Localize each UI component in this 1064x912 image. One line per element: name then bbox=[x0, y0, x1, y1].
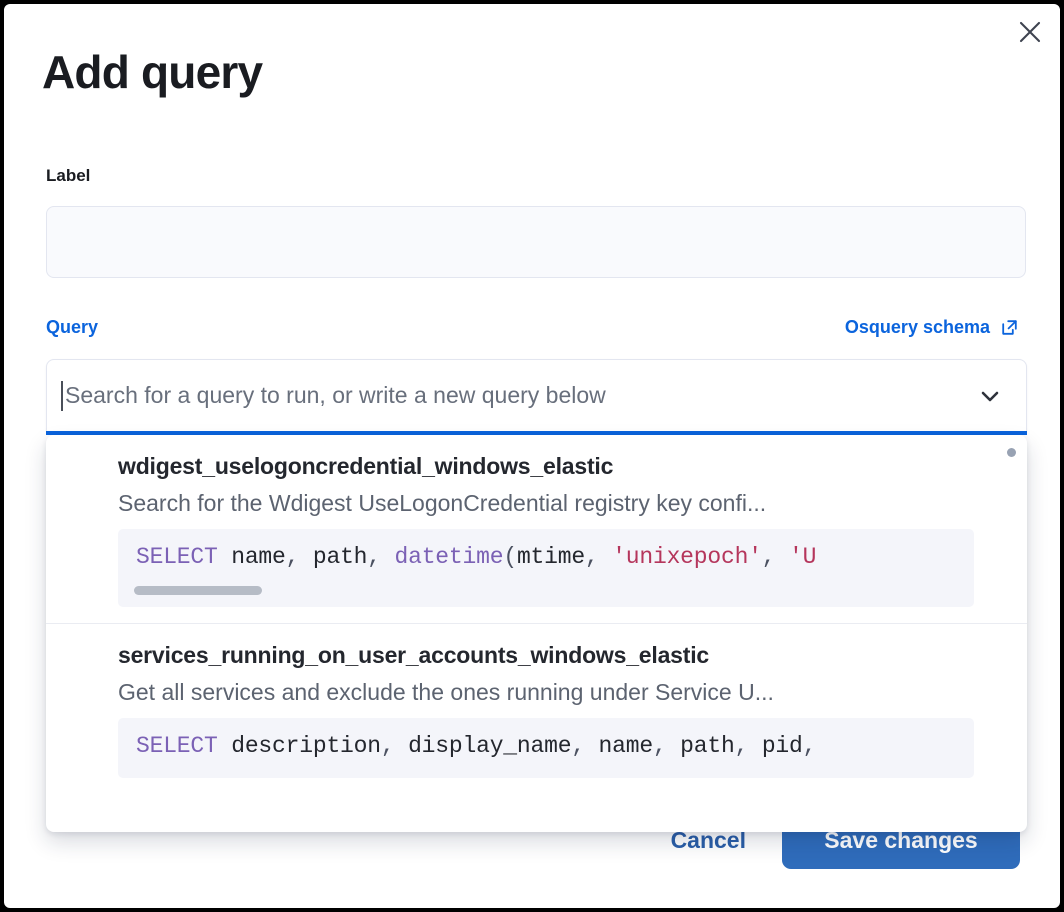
query-section-label: Query bbox=[46, 317, 99, 337]
external-link-icon bbox=[999, 317, 1020, 338]
label-field-label: Label bbox=[46, 166, 91, 185]
combobox-focus-underline bbox=[46, 431, 1027, 435]
option-description: Search for the Wdigest UseLogonCredentia… bbox=[118, 490, 767, 516]
label-input[interactable] bbox=[46, 206, 1026, 278]
option-description: Get all services and exclude the ones ru… bbox=[118, 679, 774, 705]
option-sql-preview: SELECT description, display_name, name, … bbox=[118, 718, 974, 778]
sql-code-line: SELECT description, display_name, name, … bbox=[136, 733, 817, 759]
sql-horizontal-scrollbar[interactable] bbox=[134, 586, 262, 595]
list-item[interactable]: services_running_on_user_accounts_window… bbox=[46, 623, 1027, 794]
query-options-dropdown: wdigest_uselogoncredential_windows_elast… bbox=[46, 435, 1027, 832]
scroll-indicator[interactable] bbox=[1007, 448, 1016, 457]
query-option-list: wdigest_uselogoncredential_windows_elast… bbox=[46, 435, 1027, 832]
option-title: wdigest_uselogoncredential_windows_elast… bbox=[118, 453, 614, 479]
osquery-schema-link[interactable]: Osquery schema bbox=[845, 317, 1020, 338]
page-title: Add query bbox=[42, 46, 263, 98]
close-icon[interactable] bbox=[1008, 10, 1052, 54]
option-sql-preview: SELECT name, path, datetime(mtime, 'unix… bbox=[118, 529, 974, 607]
list-item[interactable]: wdigest_uselogoncredential_windows_elast… bbox=[46, 435, 1027, 623]
option-title: services_running_on_user_accounts_window… bbox=[118, 642, 709, 668]
query-search-input[interactable] bbox=[65, 382, 970, 409]
text-caret bbox=[61, 380, 63, 411]
chevron-down-icon[interactable] bbox=[970, 376, 1010, 416]
query-search-combobox[interactable] bbox=[46, 359, 1027, 431]
sql-code-line: SELECT name, path, datetime(mtime, 'unix… bbox=[136, 544, 817, 570]
osquery-schema-link-label: Osquery schema bbox=[844, 317, 990, 337]
